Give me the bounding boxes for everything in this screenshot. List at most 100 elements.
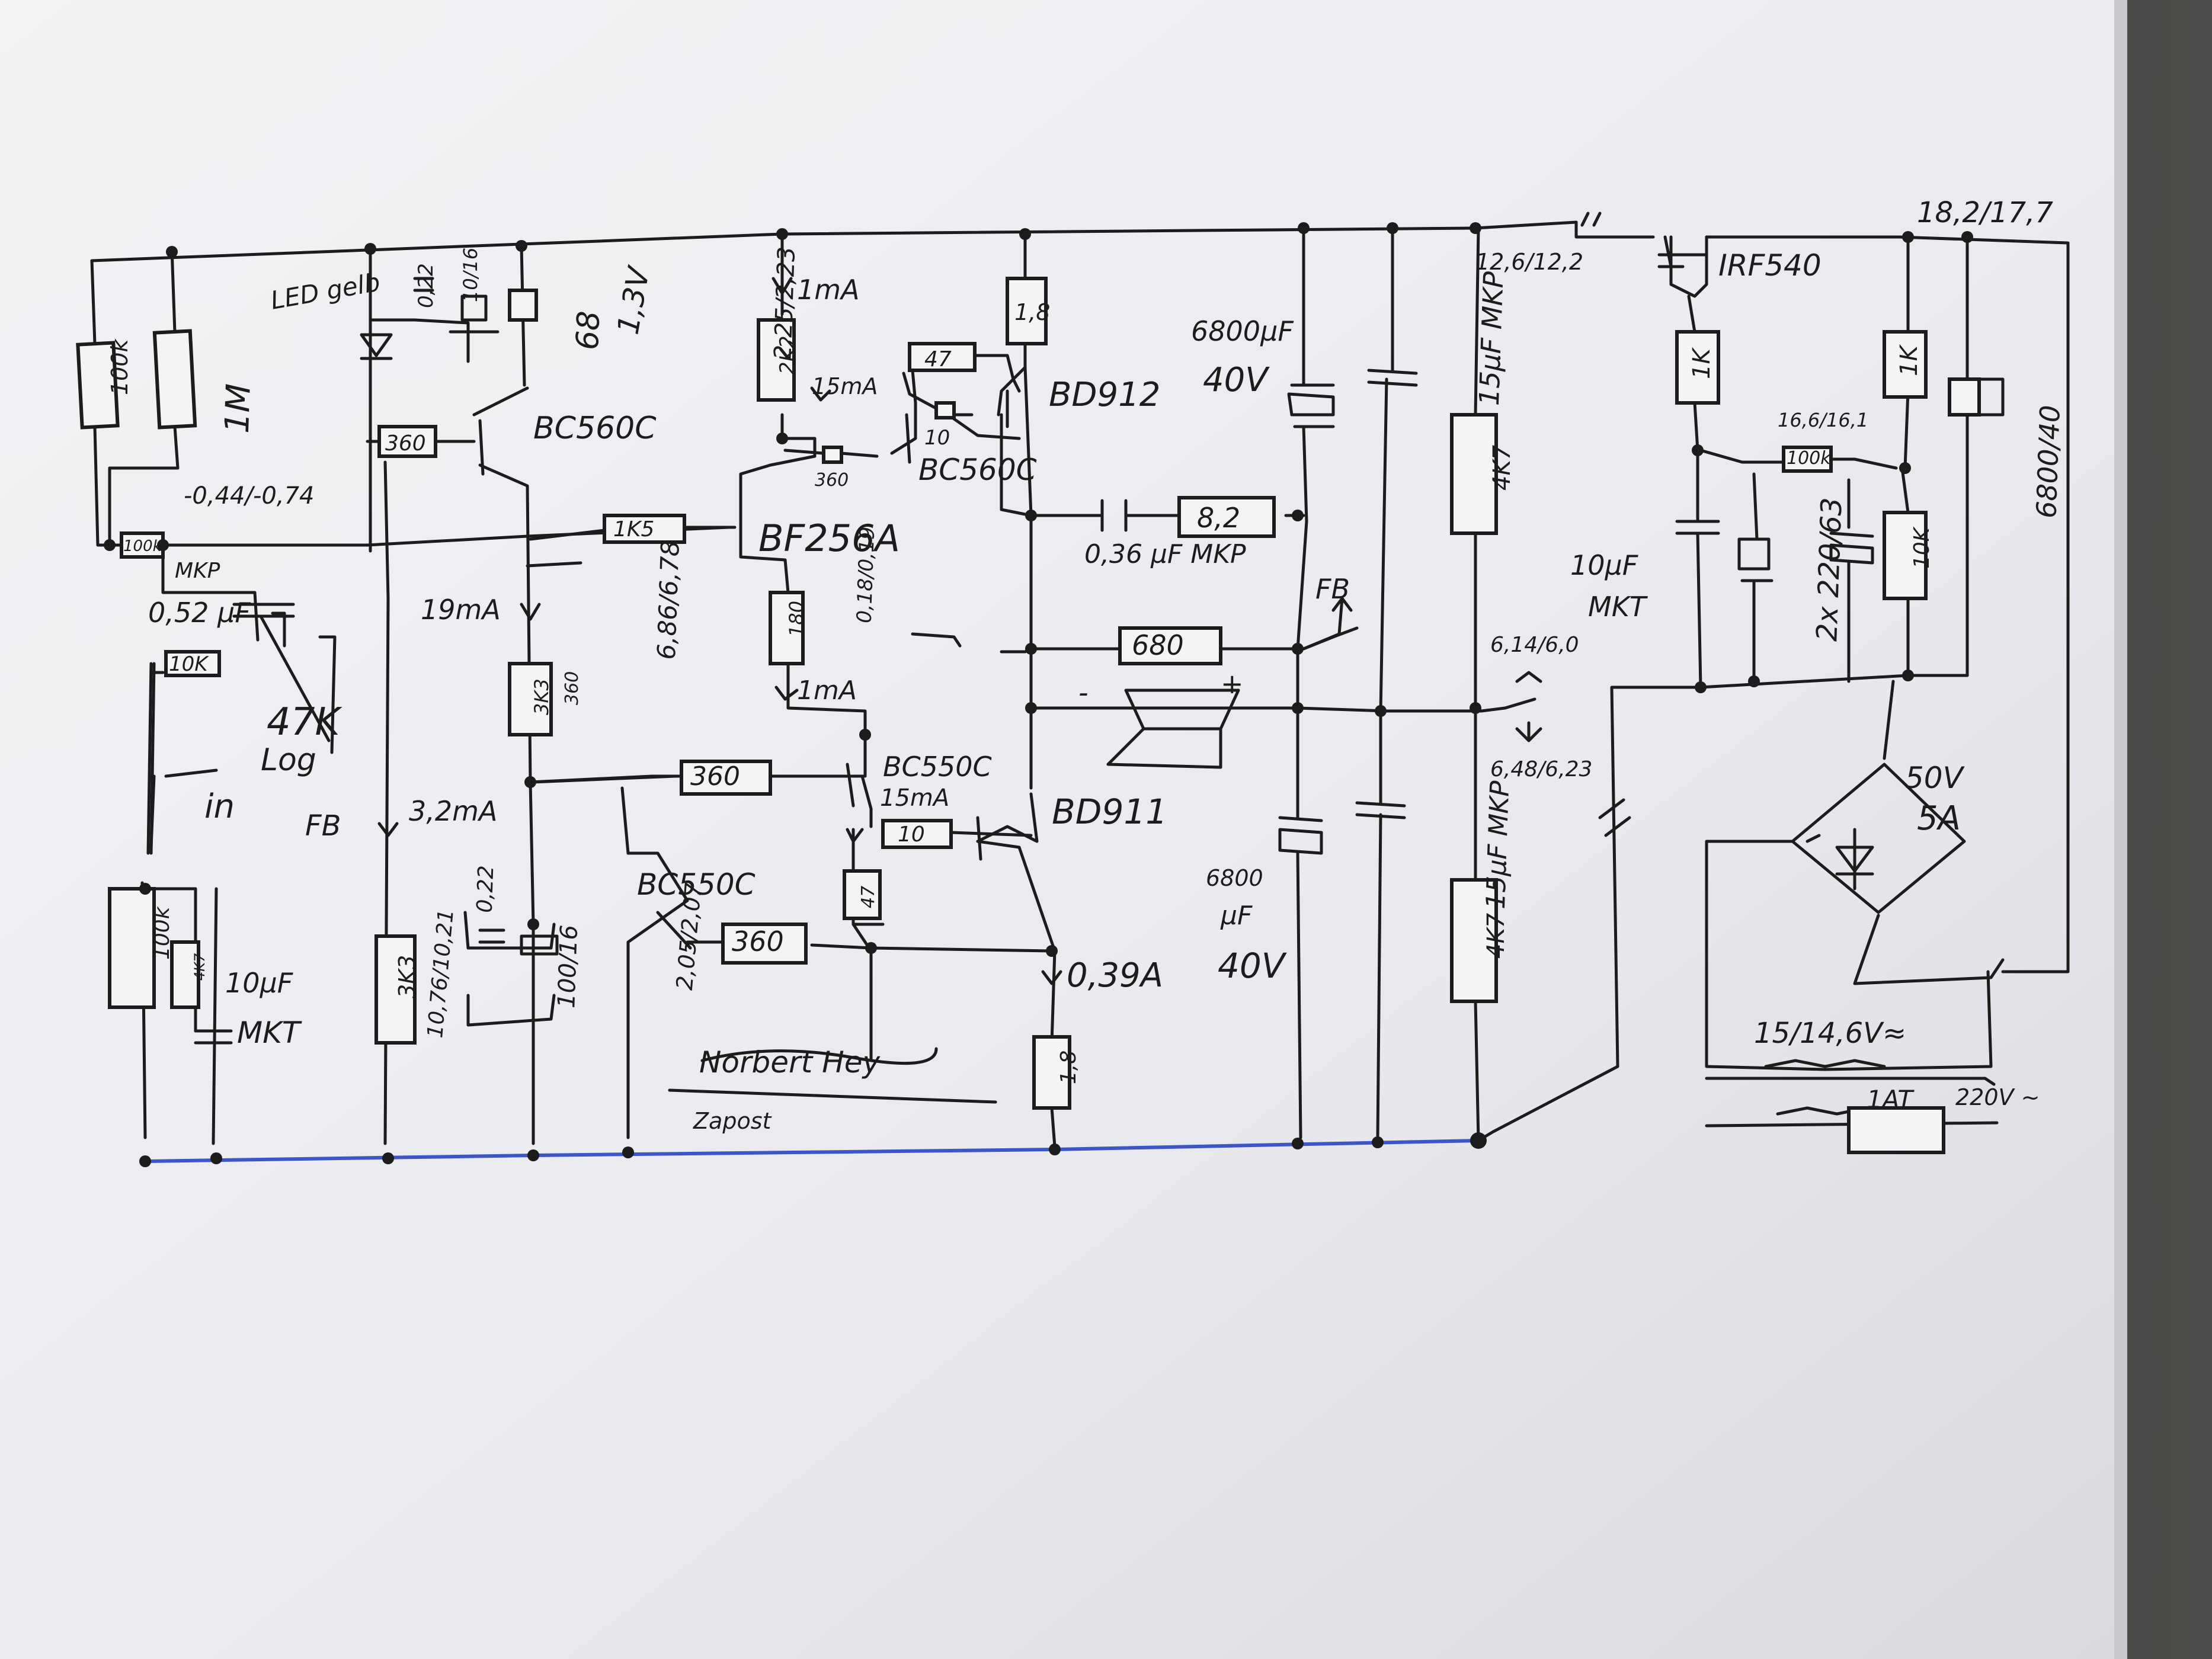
label-bc560c-left: BC560C <box>533 411 657 446</box>
label-r-18-top: 1,8 <box>1014 299 1050 325</box>
label-c-mkt-reg: MKT <box>1588 591 1648 623</box>
label-c-10uf-left: 10µF <box>225 967 293 999</box>
paper-edge <box>2114 0 2127 1659</box>
paper-sheet <box>0 0 2127 1659</box>
resistor-boxes <box>76 277 1981 1154</box>
label-transformer: 15/14,6V≈ <box>1754 1017 1906 1050</box>
label-c-40v-low: 40V <box>1218 946 1288 986</box>
label-r-360-low: 360 <box>732 925 784 957</box>
label-r-1k-right: 1K <box>1896 344 1923 376</box>
label-i-1ma-top: 1mA <box>797 274 860 306</box>
label-r-4k7-low: 4K7 <box>191 953 208 981</box>
label-fuse-1at: 1AT <box>1867 1085 1915 1114</box>
label-v-166-161: 16,6/16,1 <box>1778 409 1868 431</box>
label-speaker-minus: - <box>1078 677 1089 709</box>
label-c-10-16-top: 10/16 <box>459 248 482 302</box>
label-r-1m: 1M <box>218 383 258 434</box>
label-fb-left: FB <box>305 809 341 843</box>
label-c-2x-220-63: 2x 220/63 <box>1810 497 1848 642</box>
label-pot-47k: 47K <box>267 700 342 744</box>
label-c-10uf-mkt-reg: 10µF <box>1570 549 1638 581</box>
label-c-052uf: 0,52 µF <box>148 597 251 629</box>
label-r-10k-reg: 10K <box>1910 526 1934 569</box>
label-i-039a: 0,39A <box>1067 956 1163 995</box>
label-c-15uf-mkp-low: 15µF MKP <box>1481 780 1516 910</box>
label-r-360-bias: 360 <box>385 431 426 456</box>
capacitor-symbols <box>194 277 2005 1045</box>
label-c-6800uf-low: 6800 <box>1206 865 1263 891</box>
label-v-182-177: 18,2/17,7 <box>1917 196 2053 229</box>
label-r-100k-top: 100k <box>107 338 133 395</box>
label-c-100-16: 100/16 <box>553 924 583 1008</box>
label-bc550c-low: BC550C <box>637 867 756 902</box>
label-bd912: BD912 <box>1049 376 1160 414</box>
label-r-180: 180 <box>785 601 808 637</box>
label-c-036uf: 0,36 µF MKP <box>1084 539 1246 569</box>
label-c-6800uf-top: 6800µF <box>1191 315 1294 347</box>
ground-rail <box>145 1139 1479 1163</box>
label-c-mkt-left: MKT <box>237 1016 302 1050</box>
label-bd911: BD911 <box>1052 792 1167 832</box>
label-r-3k3-low: 3K3 <box>394 955 420 998</box>
label-c-022-top: 0,22 <box>414 263 438 308</box>
label-author-place: Zapost <box>693 1108 772 1134</box>
junction-dots <box>104 222 1973 1167</box>
circuit-wires <box>90 212 2070 1148</box>
label-r-10-low: 10 <box>898 822 925 847</box>
label-r-360-mid: 360 <box>815 470 849 491</box>
signature-underline <box>668 1088 997 1104</box>
label-r-68: 68 <box>570 310 607 351</box>
label-input: in <box>204 787 235 826</box>
label-bc550c-mid: BC550C <box>883 751 992 783</box>
label-i-1ma-low: 1mA <box>797 675 857 706</box>
label-r-1k-left: 1K <box>1688 347 1715 379</box>
label-c-uf-low: µF <box>1220 901 1253 931</box>
label-v-918-919: 0,18/0,19 <box>853 526 880 623</box>
label-r-680: 680 <box>1132 629 1184 661</box>
label-irf540: IRF540 <box>1718 248 1822 283</box>
label-mains-220v: 220V ~ <box>1955 1084 2040 1110</box>
label-c-mkp-in: MKP <box>175 559 220 583</box>
label-i-15ma-top: 15mA <box>812 373 878 399</box>
label-r-360-driver: 360 <box>690 761 740 792</box>
label-r-10-top: 10 <box>924 426 950 450</box>
label-bridge-50v: 50V <box>1905 761 1965 795</box>
label-c-40v-top: 40V <box>1203 361 1270 399</box>
label-r-1k5: 1K5 <box>613 517 654 542</box>
label-v-648-623: 6,48/6,23 <box>1490 757 1592 782</box>
label-r-2k2: 2K2 <box>776 335 799 374</box>
label-r-4k7-low-out: 4K7 <box>1483 912 1510 959</box>
label-bridge-5a: 5A <box>1917 799 1961 838</box>
label-r-18-low: 1,8 <box>1057 1051 1081 1084</box>
semiconductor-symbols <box>360 235 1708 950</box>
label-r-47-top: 47 <box>924 347 952 371</box>
label-v-6864-678: 6,86/6,78 <box>652 540 685 660</box>
label-bf256a: BF256A <box>758 517 900 560</box>
label-r-47-low: 47 <box>858 886 879 908</box>
label-fb-right: FB <box>1315 573 1350 605</box>
label-i-32ma: 3,2mA <box>409 795 497 827</box>
label-r-4k7-top: 4K7 <box>1488 444 1516 491</box>
label-c-6800-40: 6800/40 <box>2030 405 2066 519</box>
label-pot-log: Log <box>261 742 316 778</box>
label-r-360-small: 360 <box>562 671 582 705</box>
label-v-126-122: 12,6/12,2 <box>1475 249 1583 275</box>
label-speaker-plus: + <box>1221 668 1244 700</box>
label-v-225-223: 2,25/2,23 <box>769 246 801 360</box>
label-author-name: Norbert Hey <box>699 1045 881 1080</box>
handwritten-signature <box>700 1047 938 1065</box>
label-r-3k3-bias: 3K3 <box>530 678 553 715</box>
label-v-614-60: 6,14/6,0 <box>1490 633 1579 657</box>
label-r-100k-low: 100k <box>150 905 174 960</box>
label-r-100k-reg: 100k <box>1787 448 1832 469</box>
label-r-100k-in: 100k <box>123 537 162 555</box>
label-r-10k-in: 10K <box>169 652 209 676</box>
label-c-022-low: 0,22 <box>473 865 499 914</box>
label-i-15ma-low: 15mA <box>880 784 949 812</box>
label-r-82: 8,2 <box>1197 502 1240 534</box>
label-bc560c-mid: BC560C <box>918 453 1037 487</box>
label-i-19ma: 19mA <box>421 594 501 626</box>
label-c-15uf-mkp-top: 15µF MKP <box>1473 271 1510 406</box>
